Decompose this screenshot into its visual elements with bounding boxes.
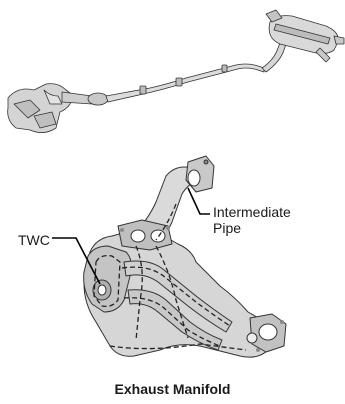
intermediate-pipe-label-line2: Pipe: [213, 220, 291, 236]
overview-center-pipe: [106, 64, 264, 102]
overview-manifold: [8, 84, 74, 133]
twc-label: TWC: [18, 232, 50, 248]
outlet-port: [259, 324, 277, 340]
overview-converter: [88, 93, 108, 105]
outlet-port-2: [247, 333, 257, 343]
intermediate-pipe-label-line1: Intermediate: [213, 204, 291, 220]
port-1: [131, 230, 145, 242]
overview-front-pipe: [62, 92, 92, 104]
intermediate-pipe-label: Intermediate Pipe: [213, 204, 291, 236]
port-2: [151, 230, 165, 242]
intermediate-pipe-leader: [188, 188, 210, 214]
manifold-detail: [84, 156, 286, 357]
exhaust-system-overview: [8, 10, 344, 133]
figure-caption: Exhaust Manifold: [0, 381, 345, 397]
